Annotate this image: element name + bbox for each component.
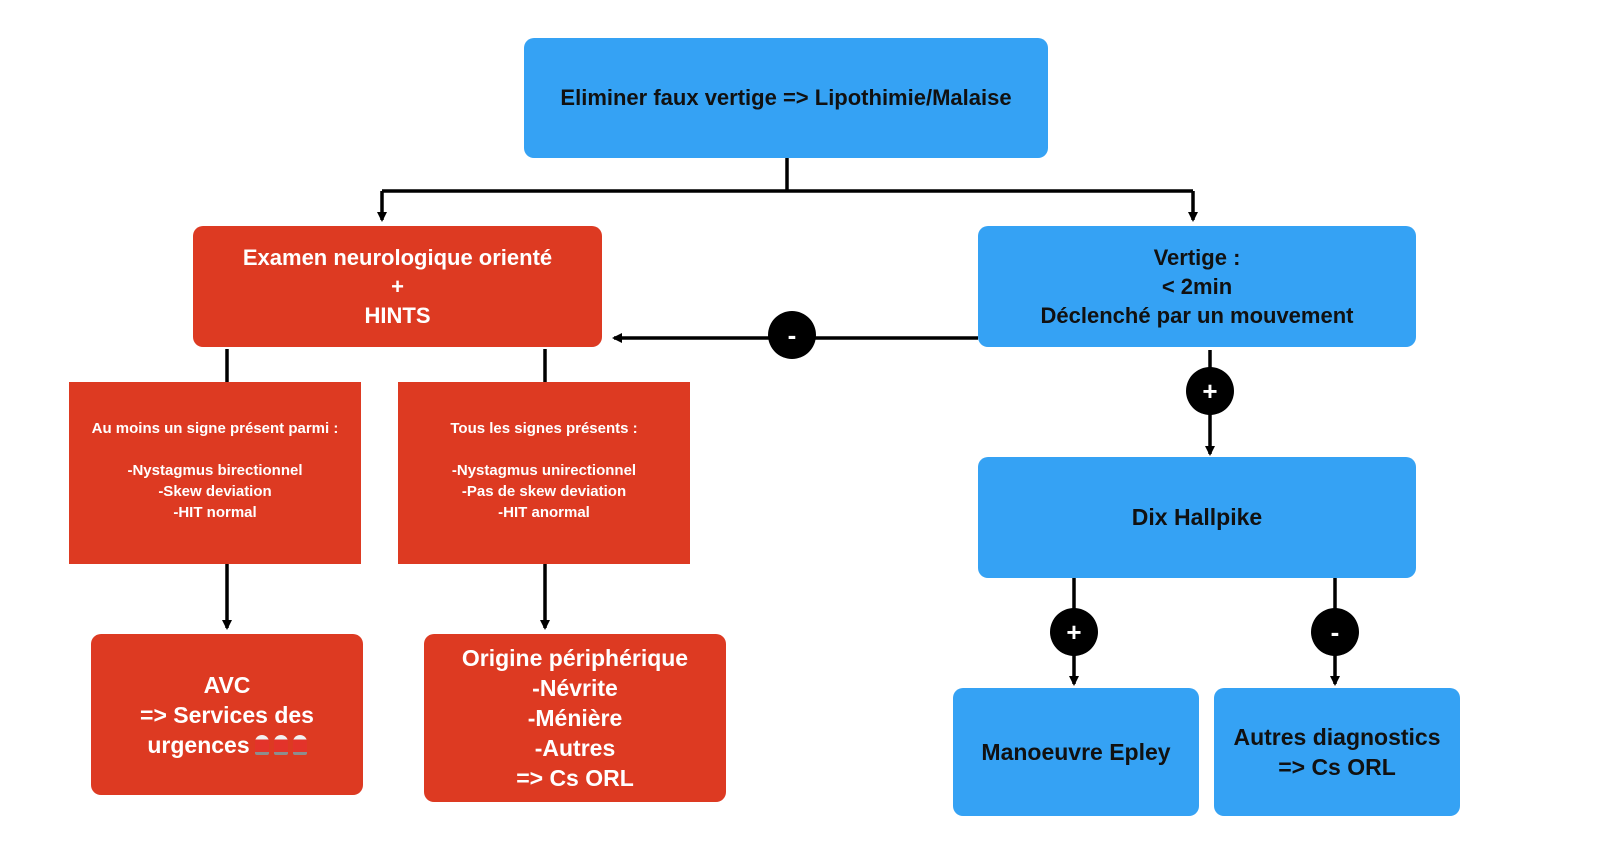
node-examen-neurologique: Examen neurologique orienté + HINTS	[193, 226, 602, 347]
node-text: Dix Hallpike	[1131, 504, 1263, 530]
node-text-line: < 2min	[1161, 274, 1233, 299]
node-origine-peripherique: Origine périphérique -Névrite -Ménière -…	[424, 634, 726, 802]
minus-badge: -	[768, 311, 816, 359]
node-text-line: => Cs ORL	[516, 765, 634, 791]
node-autres-diagnostics: Autres diagnostics => Cs ORL	[1214, 688, 1460, 816]
node-text: Eliminer faux vertige => Lipothimie/Mala…	[560, 85, 1012, 110]
node-manoeuvre-epley: Manoeuvre Epley	[953, 688, 1199, 816]
node-text-line: Examen neurologique orienté	[242, 245, 553, 270]
police-siren-icon	[292, 734, 307, 755]
node-title: Au moins un signe présent parmi :	[91, 420, 339, 437]
plus-badge: +	[1050, 608, 1098, 656]
node-title: Tous les signes présents :	[450, 420, 638, 437]
node-text-line: Origine périphérique	[461, 645, 689, 671]
node-eliminer-faux-vertige: Eliminer faux vertige => Lipothimie/Mala…	[524, 38, 1048, 158]
node-text-line: AVC	[203, 671, 251, 698]
node-text-line: => Cs ORL	[1278, 754, 1396, 780]
sign-item: -Skew deviation	[158, 483, 272, 500]
node-text: Manoeuvre Epley	[981, 738, 1171, 765]
node-avc: AVC => Services des urgences	[91, 634, 363, 795]
node-text-line: +	[391, 274, 404, 299]
node-peripheral-signs: Tous les signes présents : -Nystagmus un…	[398, 382, 690, 564]
node-text-line: -Ménière	[527, 705, 623, 731]
sign-item: -HIT anormal	[498, 504, 590, 521]
node-central-signs: Au moins un signe présent parmi : -Nysta…	[69, 382, 361, 564]
node-text-line: Autres diagnostics	[1233, 724, 1441, 750]
sign-item: -Nystagmus birectionnel	[127, 462, 303, 479]
node-dix-hallpike: Dix Hallpike	[978, 457, 1416, 578]
node-text-line: -Névrite	[532, 675, 618, 701]
node-text-line: => Services des	[140, 701, 314, 728]
police-siren-icon	[254, 734, 269, 755]
node-text-line: Déclenché par un mouvement	[1040, 303, 1354, 328]
sign-item: -Pas de skew deviation	[461, 483, 627, 500]
node-text-line: Vertige :	[1153, 245, 1241, 270]
node-text-line: HINTS	[364, 303, 431, 328]
node-text-line: urgences	[147, 730, 307, 760]
node-vertige: Vertige : < 2min Déclenché par un mouvem…	[978, 226, 1416, 347]
police-siren-icon	[273, 734, 288, 755]
node-text-line: -Autres	[534, 735, 616, 761]
minus-badge: -	[1311, 608, 1359, 656]
sign-item: -HIT normal	[173, 504, 257, 521]
node-text: urgences	[147, 731, 250, 758]
plus-badge: +	[1186, 367, 1234, 415]
sign-item: -Nystagmus unirectionnel	[451, 462, 637, 479]
